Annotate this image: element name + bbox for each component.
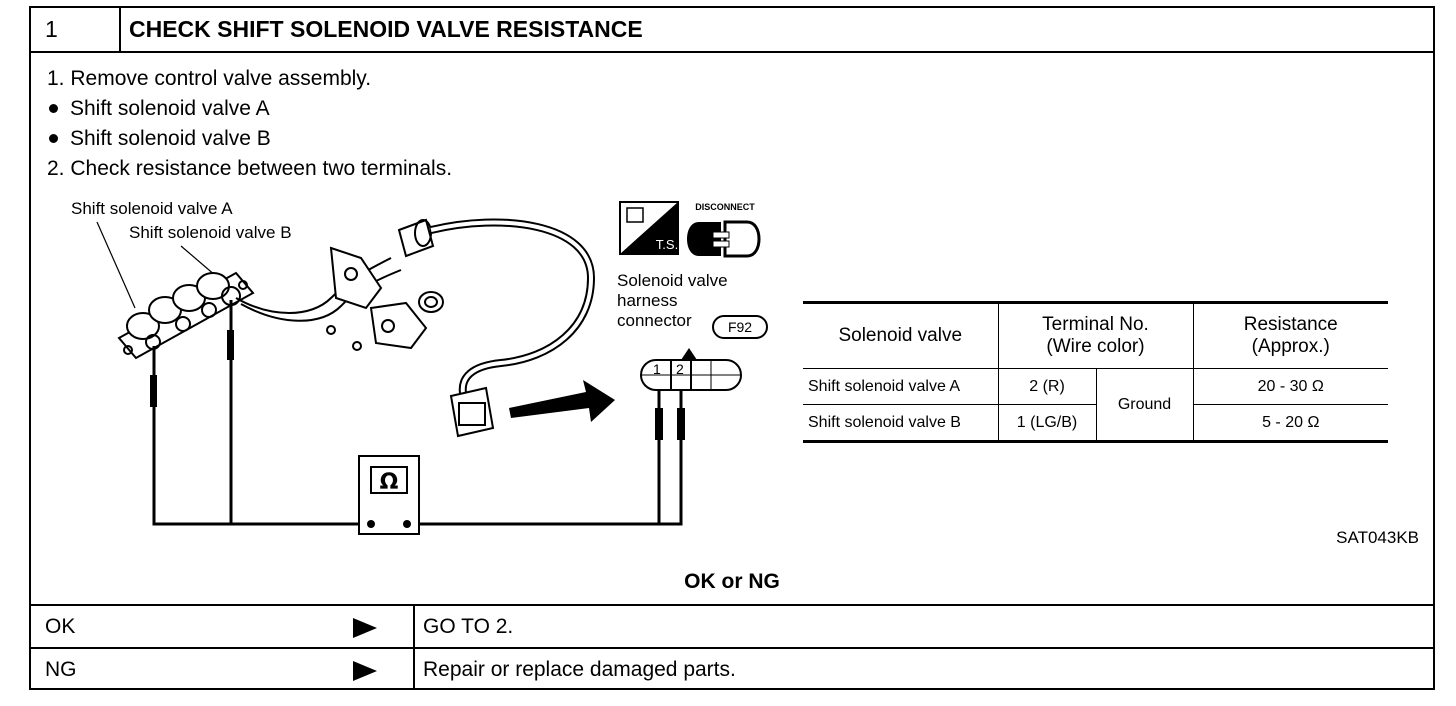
- result-label: OK: [45, 615, 76, 638]
- step-title: CHECK SHIFT SOLENOID VALVE RESISTANCE: [121, 8, 1433, 53]
- header-terminal-no: Terminal No.(Wire color): [997, 301, 1194, 369]
- valve-a-callout: Shift solenoid valve A: [71, 199, 233, 218]
- arrow-right-icon: [353, 618, 377, 638]
- connector-callout-line-2: harness: [617, 291, 678, 310]
- bullet-icon: [49, 103, 58, 113]
- valve-name-cell: Shift solenoid valve B: [803, 404, 999, 443]
- ground-cell: Ground: [1095, 368, 1194, 443]
- instruction-number: 1.: [47, 67, 65, 90]
- ts-icon: [619, 201, 679, 255]
- result-label: NG: [45, 658, 77, 681]
- ts-label: T.S.: [656, 237, 678, 252]
- inspection-procedure-frame: 1 CHECK SHIFT SOLENOID VALVE RESISTANCE …: [29, 6, 1435, 690]
- table-header-row: Solenoid valve Terminal No.(Wire color) …: [803, 301, 1388, 369]
- column-divider: [413, 606, 415, 647]
- result-row-ng: NG Repair or replace damaged parts.: [31, 647, 1433, 690]
- resistance-spec-table-container: Solenoid valve Terminal No.(Wire color) …: [803, 301, 1388, 443]
- table-row: Shift solenoid valve B 1 (LG/B) 5 - 20 Ω: [803, 404, 1388, 443]
- resistance-cell: 5 - 20 Ω: [1192, 404, 1388, 443]
- direction-arrow-icon: [509, 380, 615, 422]
- solenoid-valve-assembly-illustration: [117, 218, 596, 438]
- instruction-item: Shift solenoid valve A: [47, 94, 452, 124]
- terminal-cell: 1 (LG/B): [997, 404, 1097, 443]
- result-action: Repair or replace damaged parts.: [423, 658, 736, 681]
- instruction-item: Shift solenoid valve B: [47, 124, 452, 154]
- connector-code-badge: [712, 315, 768, 339]
- resistance-cell: 20 - 30 Ω: [1192, 368, 1388, 405]
- connector-callout-line-1: Solenoid valve: [617, 271, 728, 290]
- header-resistance: Resistance(Approx.): [1192, 301, 1388, 369]
- instruction-item: 2. Check resistance between two terminal…: [47, 154, 452, 184]
- result-question: OK or NG: [684, 570, 780, 593]
- figure-code: SAT043KB: [1336, 528, 1419, 547]
- bullet-icon: [49, 133, 58, 143]
- step-number: 1: [31, 8, 121, 53]
- resistance-check-diagram: Ω 1 2 T.S. DISCONNECT F92: [96, 201, 768, 535]
- valve-name-cell: Shift solenoid valve A: [803, 368, 999, 405]
- instruction-item: 1. Remove control valve assembly.: [47, 64, 452, 94]
- connector-callout-line-3: connector: [617, 311, 692, 330]
- instruction-text: Shift solenoid valve A: [70, 97, 270, 120]
- result-row-ok: OK GO TO 2.: [31, 604, 1433, 647]
- valve-b-callout: Shift solenoid valve B: [129, 223, 292, 242]
- instruction-text: Shift solenoid valve B: [70, 127, 271, 150]
- arrow-right-icon: [353, 661, 377, 681]
- instruction-text: Remove control valve assembly.: [70, 67, 372, 90]
- disconnect-label: DISCONNECT: [695, 202, 755, 212]
- terminal-1-label: 1: [653, 361, 661, 377]
- result-action: GO TO 2.: [423, 615, 514, 638]
- terminal-2-label: 2: [676, 361, 684, 377]
- header-solenoid-valve: Solenoid valve: [803, 301, 999, 369]
- ohm-symbol: Ω: [380, 470, 399, 495]
- column-divider: [413, 649, 415, 690]
- terminal-cell: 2 (R): [997, 368, 1097, 405]
- table-row: Shift solenoid valve A 2 (R) Ground 20 -…: [803, 368, 1388, 443]
- disconnect-icon: [687, 220, 761, 258]
- connector-code: F92: [728, 319, 752, 335]
- instruction-number: 2.: [47, 157, 65, 180]
- instruction-text: Check resistance between two terminals.: [70, 157, 453, 180]
- resistance-spec-table: Solenoid valve Terminal No.(Wire color) …: [803, 301, 1388, 443]
- ohmmeter-illustration: [358, 455, 420, 535]
- instruction-list: 1. Remove control valve assembly. Shift …: [47, 64, 452, 184]
